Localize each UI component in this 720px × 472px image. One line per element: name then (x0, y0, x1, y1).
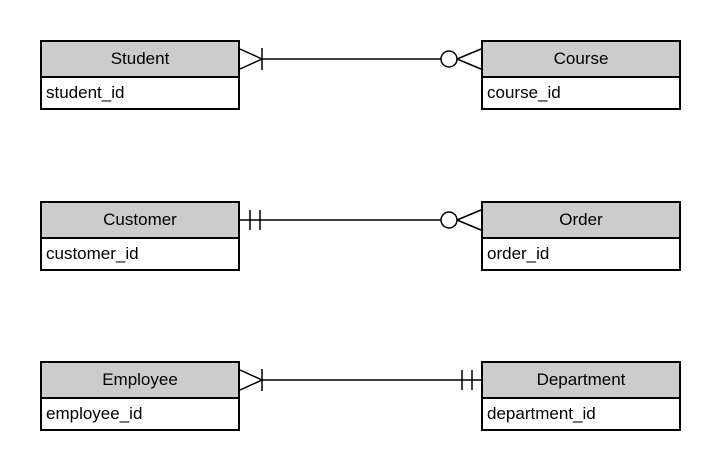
entity-course[interactable]: Course course_id (481, 40, 681, 110)
relationship-student-course[interactable] (239, 48, 482, 70)
entity-department[interactable]: Department department_id (481, 361, 681, 431)
entity-order[interactable]: Order order_id (481, 201, 681, 271)
relationship-employee-department[interactable] (239, 369, 481, 391)
entity-attribute: department_id (483, 399, 679, 429)
entity-employee[interactable]: Employee employee_id (40, 361, 240, 431)
crowfoot-zero-or-many-icon (440, 48, 482, 70)
entity-title: Course (483, 42, 679, 78)
entity-attribute: student_id (42, 78, 238, 108)
crowfoot-one-or-many-icon (239, 369, 263, 391)
entity-attribute: course_id (483, 78, 679, 108)
crowfoot-zero-or-many-icon (440, 209, 482, 231)
entity-student[interactable]: Student student_id (40, 40, 240, 110)
entity-title: Student (42, 42, 238, 78)
entity-title: Order (483, 203, 679, 239)
entity-title: Employee (42, 363, 238, 399)
entity-title: Department (483, 363, 679, 399)
entity-customer[interactable]: Customer customer_id (40, 201, 240, 271)
entity-attribute: customer_id (42, 239, 238, 269)
entity-attribute: order_id (483, 239, 679, 269)
relationship-customer-order[interactable] (240, 209, 482, 231)
exactly-one-bars-icon (461, 370, 473, 390)
entity-attribute: employee_id (42, 399, 238, 429)
crowfoot-one-or-many-icon (239, 48, 263, 70)
entity-title: Customer (42, 203, 238, 239)
exactly-one-bars-icon (249, 210, 261, 230)
